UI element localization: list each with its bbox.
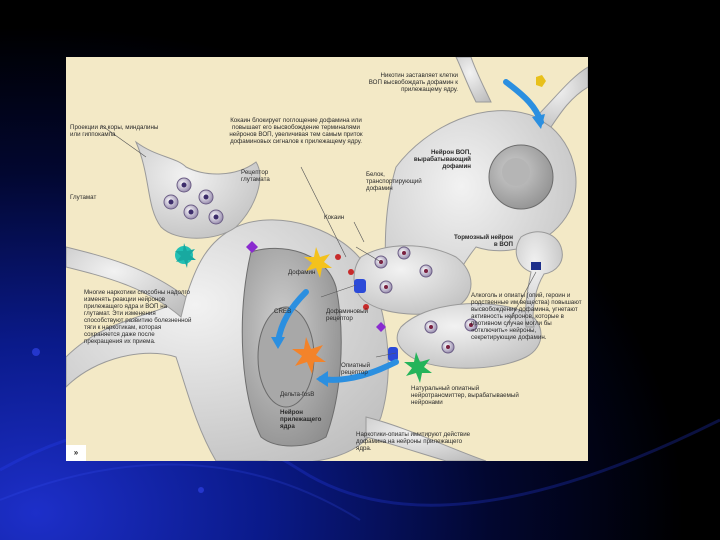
label-opiate-receptor: Опиатный рецептор	[341, 362, 387, 376]
label-projections: Проекции из коры, миндалины или гиппокам…	[70, 124, 160, 138]
label-opiates-mimic: Наркотики-опиаты имитируют действие дофа…	[356, 431, 478, 452]
label-glutamate-receptor: Рецептор глутамата	[241, 169, 291, 183]
label-many-drugs: Многие наркотики способны надолго изменя…	[84, 289, 194, 345]
label-nicotine: Никотин заставляет клетки ВОП высвобожда…	[366, 72, 458, 93]
label-transporter: Белок, транспортирующий дофамин	[366, 171, 428, 192]
label-inhibitory-neuron: Тормозный нейрон в ВОП	[451, 234, 513, 248]
label-cocaine-blocks: Кокаин блокирует поглощение дофамина или…	[221, 117, 371, 145]
label-dopamine-receptor: Дофаминовый рецептор	[326, 308, 384, 322]
label-vta-neuron: Нейрон ВОП, вырабатывающий дофамин	[401, 149, 471, 170]
label-creb: CREB	[274, 308, 304, 315]
label-natural-opiate: Натуральный опиатный нейротрансмиттер, в…	[411, 385, 531, 406]
corner-badge: »	[66, 445, 86, 461]
label-delta-fosb: Дельта-fosB	[280, 391, 330, 398]
label-cocaine: Кокаин	[324, 214, 354, 221]
label-alcohol: Алкоголь и опиаты (опий, героин и родств…	[471, 292, 583, 341]
label-dopamine: Дофамин	[288, 269, 328, 276]
label-nac-neuron: Нейрон прилежащего ядра	[280, 409, 334, 430]
label-glutamate: Глутамат	[70, 194, 120, 201]
neuron-diagram: Никотин заставляет клетки ВОП высвобожда…	[66, 57, 588, 461]
